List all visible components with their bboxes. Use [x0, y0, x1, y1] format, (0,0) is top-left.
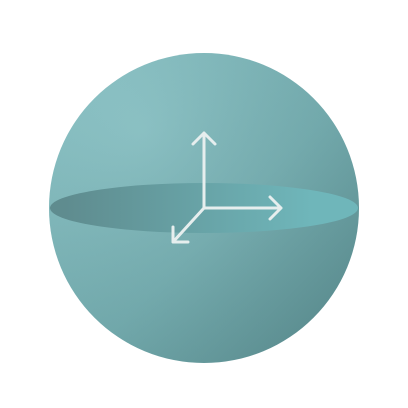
- axis-right-arrow: [202, 195, 283, 221]
- axis-up-arrow: [191, 131, 217, 210]
- 3d-coordinate-axes-icon: [171, 131, 283, 244]
- axis-diagonal-arrow: [171, 206, 206, 244]
